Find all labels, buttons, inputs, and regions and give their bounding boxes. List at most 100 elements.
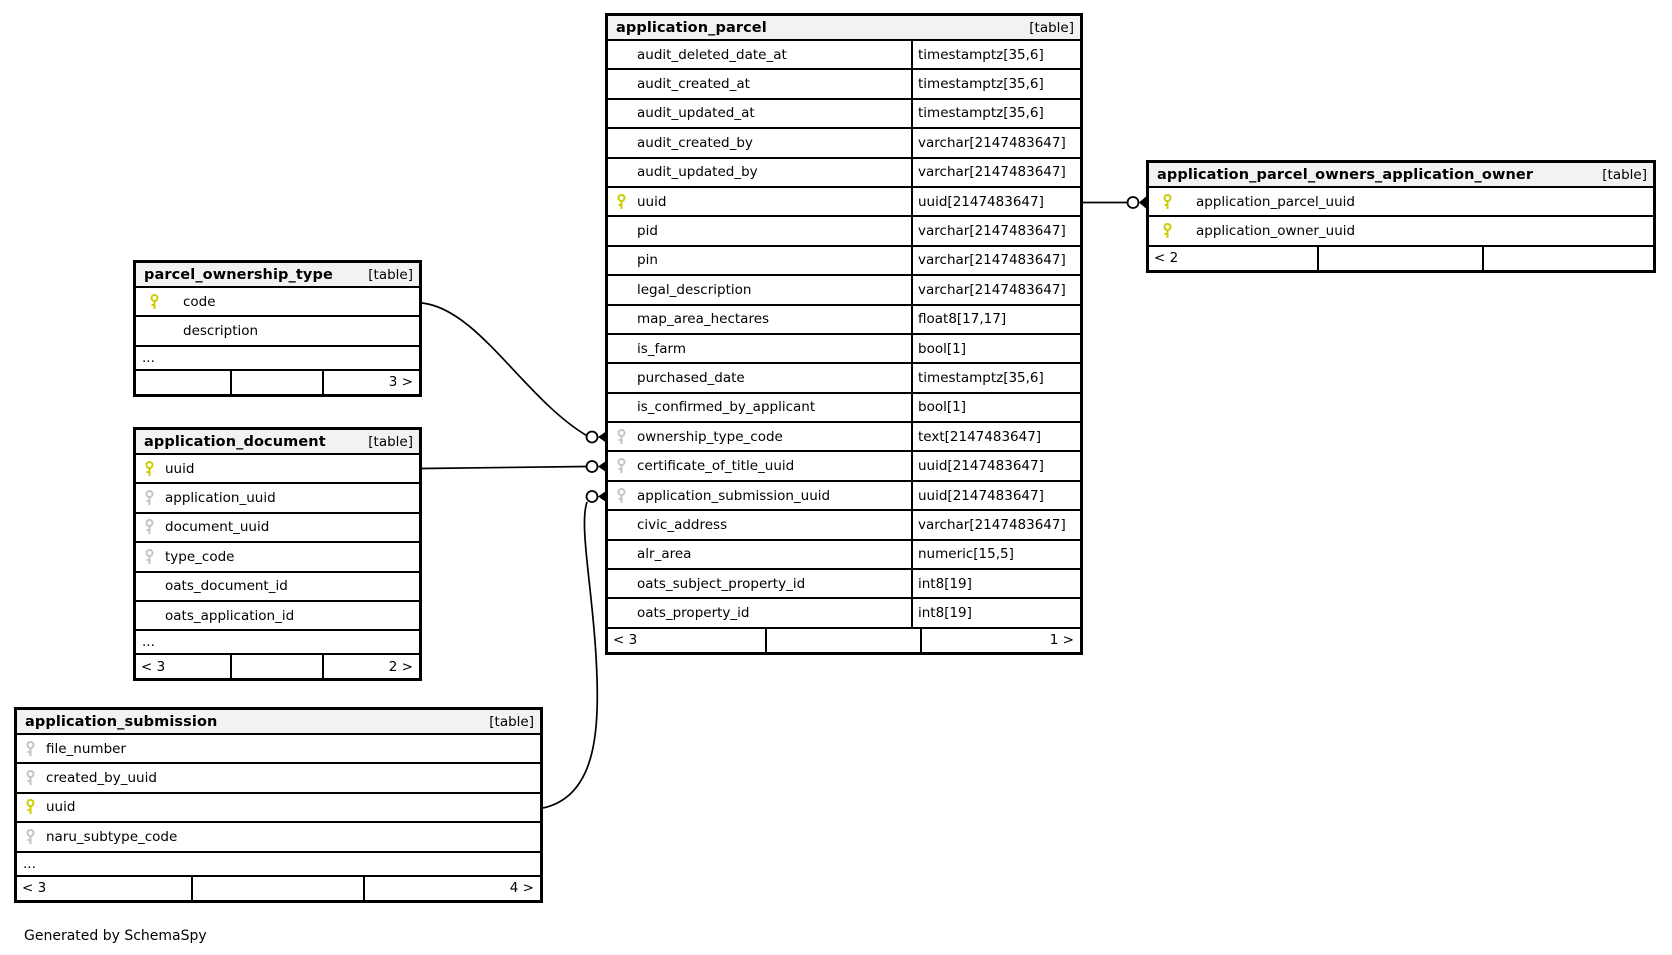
column-name-cell: description (136, 317, 419, 344)
column-row: oats_application_id (136, 601, 419, 632)
footer-degree-left: < 2 (1154, 250, 1179, 267)
column-row: application_submission_uuid uuid[2147483… (608, 481, 1080, 512)
column-name: oats_application_id (165, 607, 295, 624)
crowfoot-arrow (598, 491, 606, 502)
foreign-key-icon (616, 458, 627, 474)
table-type-badge: [table] (368, 433, 413, 450)
column-name: map_area_hectares (637, 311, 770, 328)
column-name: uuid (637, 193, 667, 210)
column-name-cell: is_farm (608, 334, 913, 363)
column-row: audit_updated_at timestamptz[35,6] (608, 99, 1080, 130)
column-row: file_number (17, 735, 540, 765)
table-application-parcel: application_parcel [table] audit_delet (605, 13, 1083, 655)
column-name-cell: map_area_hectares (608, 305, 913, 333)
column-name: application_uuid (165, 490, 276, 507)
column-name: oats_property_id (637, 605, 750, 622)
column-name: naru_subtype_code (46, 828, 178, 845)
foreign-key-icon (25, 828, 36, 845)
column-name: audit_created_by (637, 134, 753, 151)
column-name: oats_document_id (165, 578, 288, 595)
footer-cell (1317, 246, 1482, 270)
column-type: varchar[2147483647] (918, 252, 1066, 269)
column-rows: audit_deleted_date_at timestamptz[35,6] (608, 41, 1080, 629)
table-header[interactable]: application_parcel [table] (608, 16, 1080, 41)
column-name-cell: pin (608, 246, 913, 275)
column-row: map_area_hectares float8[17,17] (608, 305, 1080, 335)
column-row: audit_created_by varchar[2147483647] (608, 129, 1080, 159)
zero-or-more-circle (585, 430, 599, 444)
table-type-badge: [table] (1602, 166, 1647, 183)
foreign-key-icon (616, 428, 627, 445)
column-type: varchar[2147483647] (918, 516, 1066, 533)
column-name: type_code (165, 548, 235, 565)
column-name-cell: application_owner_uuid (1149, 217, 1653, 244)
column-type: int8[19] (918, 575, 972, 592)
column-name-cell: oats_property_id (608, 599, 913, 627)
column-type: varchar[2147483647] (918, 164, 1066, 181)
column-name: pid (637, 223, 658, 240)
column-name: is_farm (637, 340, 687, 357)
column-name: is_confirmed_by_applicant (637, 399, 816, 416)
table-type-badge: [table] (368, 266, 413, 283)
column-name-cell: file_number (17, 735, 540, 762)
table-footer: < 3 4 > (17, 876, 540, 900)
column-type: bool[1] (918, 340, 966, 357)
column-row: code (136, 288, 419, 318)
column-row: alr_area numeric[15,5] (608, 540, 1080, 571)
table-title[interactable]: application_parcel_owners_application_ow… (1157, 166, 1534, 183)
relationship-line (421, 465, 587, 470)
column-name: uuid (165, 460, 195, 477)
column-name-cell: uuid (136, 455, 419, 482)
footer-cell (765, 628, 919, 652)
column-name: certificate_of_title_uuid (637, 458, 795, 475)
table-application-document: application_document [table] uuid (133, 427, 422, 682)
column-name-cell: audit_deleted_date_at (608, 41, 913, 69)
table-title[interactable]: application_parcel (616, 19, 767, 36)
zero-or-more-circle (585, 460, 599, 473)
foreign-key-icon (616, 487, 627, 504)
column-name: audit_deleted_date_at (637, 46, 787, 63)
table-header[interactable]: application_submission [table] (17, 710, 540, 735)
table-header[interactable]: application_parcel_owners_application_ow… (1149, 163, 1653, 188)
column-name-cell: application_uuid (136, 484, 419, 511)
column-row: audit_updated_by varchar[2147483647] (608, 158, 1080, 188)
footer-degree-right: 3 > (321, 370, 419, 394)
crowfoot-arrow (598, 431, 606, 443)
column-name-cell: legal_description (608, 276, 913, 304)
column-name-cell: alr_area (608, 540, 913, 569)
table-application-parcel-owners-application-owner: application_parcel_owners_application_ow… (1146, 160, 1656, 273)
column-name: pin (637, 252, 658, 269)
table-title[interactable]: application_document (144, 433, 326, 450)
column-name-cell: oats_document_id (136, 573, 419, 600)
column-name-cell: audit_updated_at (608, 99, 913, 128)
table-title[interactable]: application_submission (25, 713, 218, 730)
table-type-badge: [table] (489, 713, 534, 730)
column-type: uuid[2147483647] (918, 458, 1044, 475)
column-name: file_number (46, 740, 126, 757)
table-header[interactable]: parcel_ownership_type [table] (136, 263, 419, 288)
foreign-key-icon (144, 548, 155, 565)
column-row: application_uuid (136, 484, 419, 514)
generated-by-note: Generated by SchemaSpy (24, 928, 207, 944)
table-title[interactable]: parcel_ownership_type (144, 266, 333, 283)
column-name: document_uuid (165, 519, 270, 536)
footer-cell (191, 876, 362, 900)
foreign-key-icon (25, 740, 36, 757)
column-name: civic_address (637, 516, 728, 533)
footer-cell (230, 370, 321, 394)
table-header[interactable]: application_document [table] (136, 430, 419, 455)
column-rows: file_number created_by_uuid (17, 735, 540, 853)
column-name-cell: is_confirmed_by_applicant (608, 393, 913, 422)
column-row: application_owner_uuid (1149, 217, 1653, 247)
column-row: description (136, 317, 419, 347)
foreign-key-icon (25, 770, 36, 786)
primary-key-icon (25, 799, 36, 815)
footer-degree-left: < 3 (141, 658, 166, 675)
column-type: text[2147483647] (918, 428, 1042, 445)
column-row: pid varchar[2147483647] (608, 217, 1080, 247)
column-name-cell: created_by_uuid (17, 764, 540, 791)
primary-key-icon (616, 193, 627, 210)
column-type: bool[1] (918, 399, 966, 416)
crowfoot-arrow (1139, 196, 1146, 209)
footer-degree-right: 4 > (362, 876, 540, 900)
